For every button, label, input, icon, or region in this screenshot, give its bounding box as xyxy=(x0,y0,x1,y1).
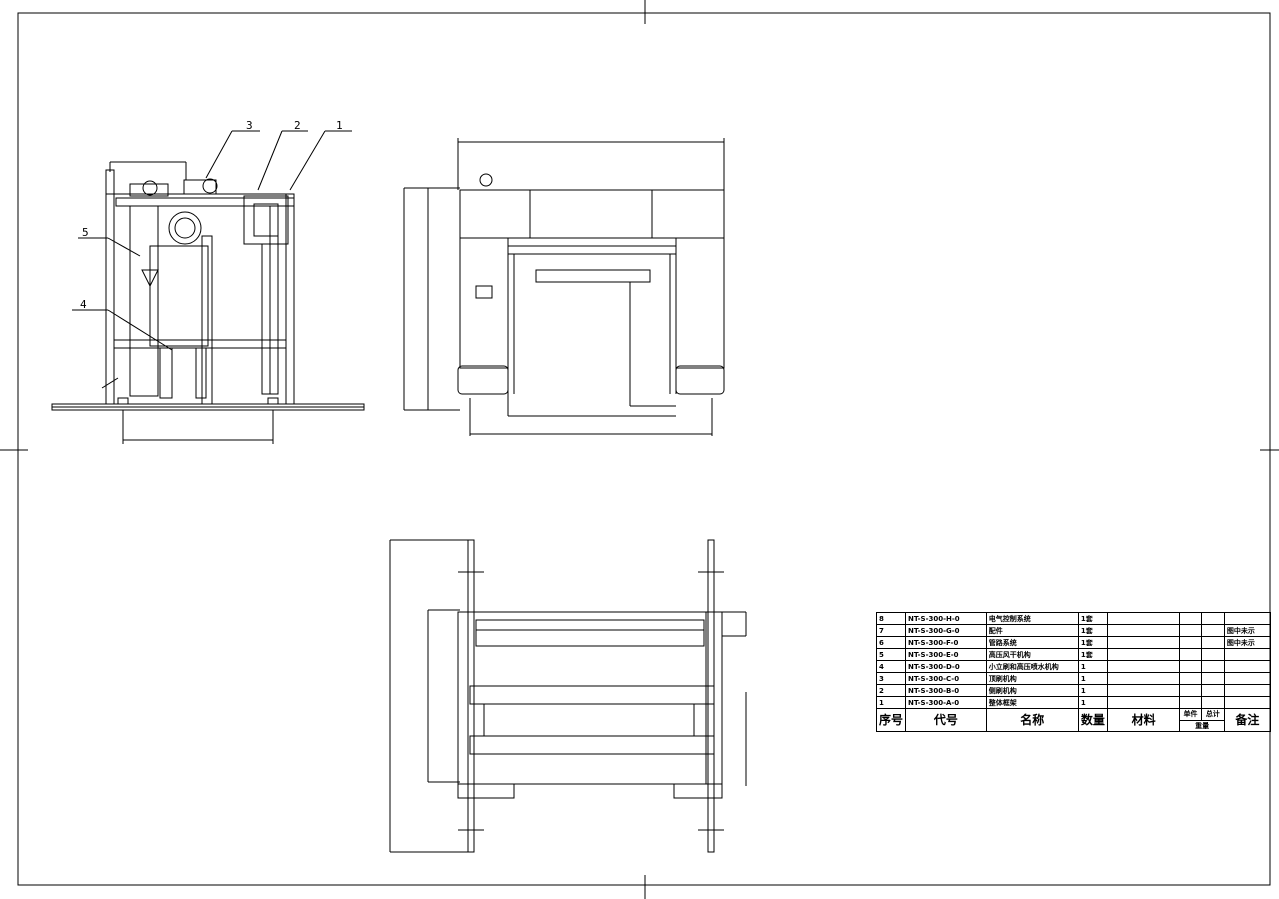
bom-cell-note: 图中未示 xyxy=(1223,636,1272,649)
bom-cell-unit xyxy=(1179,636,1202,649)
callout-1: 1 xyxy=(336,119,343,132)
bom-cell-material xyxy=(1106,696,1181,709)
callout-leaders xyxy=(72,130,352,351)
bom-cell-total xyxy=(1200,636,1225,649)
bom-cell-code: NT-S-300-D-0 xyxy=(905,660,987,673)
bom-cell-code: NT-S-300-H-0 xyxy=(905,612,987,625)
bom-cell-qty: 1套 xyxy=(1077,648,1108,661)
sheet-border xyxy=(17,12,1271,886)
header-no: 序号 xyxy=(875,708,907,732)
bom-cell-code: NT-S-300-F-0 xyxy=(905,636,987,649)
bom-cell-unit xyxy=(1179,624,1202,637)
header-total: 总计 xyxy=(1200,708,1225,721)
bom-cell-unit xyxy=(1179,684,1202,697)
top-view xyxy=(389,539,747,853)
bom-cell-note xyxy=(1223,648,1272,661)
header-material: 材料 xyxy=(1106,708,1181,732)
bom-cell-unit xyxy=(1179,612,1202,625)
header-weight: 重量 xyxy=(1179,719,1225,732)
bom-cell-note xyxy=(1223,672,1272,685)
callout-3: 3 xyxy=(246,119,253,132)
bom-cell-total xyxy=(1200,660,1225,673)
bom-cell-name: 整体框架 xyxy=(985,696,1079,709)
callout-4: 4 xyxy=(80,298,87,311)
bom-cell-no: 3 xyxy=(875,672,907,685)
bom-cell-name: 配件 xyxy=(985,624,1079,637)
header-qty: 数量 xyxy=(1077,708,1108,732)
bom-cell-material xyxy=(1106,636,1181,649)
bom-cell-code: NT-S-300-C-0 xyxy=(905,672,987,685)
bom-cell-name: 高压风干机构 xyxy=(985,648,1079,661)
bom-cell-name: 小立刷和高压喷水机构 xyxy=(985,660,1079,673)
bom-cell-material xyxy=(1106,684,1181,697)
bom-header-row: 序号 代号 名称 数量 材料 单件 总计 备注 xyxy=(875,708,1272,732)
header-remark: 备注 xyxy=(1223,708,1272,732)
callout-2: 2 xyxy=(294,119,301,132)
bom-cell-no: 8 xyxy=(875,612,907,625)
bom-cell-unit xyxy=(1179,696,1202,709)
bom-cell-qty: 1套 xyxy=(1077,612,1108,625)
bom-cell-no: 4 xyxy=(875,660,907,673)
header-code: 代号 xyxy=(905,708,987,732)
bom-cell-qty: 1 xyxy=(1077,660,1108,673)
bom-cell-qty: 1 xyxy=(1077,696,1108,709)
side-view xyxy=(51,161,365,444)
bom-cell-name: 管路系统 xyxy=(985,636,1079,649)
bom-cell-qty: 1 xyxy=(1077,672,1108,685)
bom-cell-no: 5 xyxy=(875,648,907,661)
front-view xyxy=(403,138,725,436)
bom-cell-no: 6 xyxy=(875,636,907,649)
bom-cell-note: 图中未示 xyxy=(1223,624,1272,637)
bom-cell-name: 电气控制系统 xyxy=(985,612,1079,625)
bom-cell-unit xyxy=(1179,648,1202,661)
bom-cell-qty: 1 xyxy=(1077,684,1108,697)
bom-cell-code: NT-S-300-E-0 xyxy=(905,648,987,661)
bom-cell-note xyxy=(1223,612,1272,625)
bom-cell-no: 7 xyxy=(875,624,907,637)
bom-cell-name: 顶刷机构 xyxy=(985,672,1079,685)
bom-cell-material xyxy=(1106,648,1181,661)
bom-header-row-2: 重量 xyxy=(877,719,1271,732)
bom-cell-unit xyxy=(1179,660,1202,673)
bom-cell-total xyxy=(1200,624,1225,637)
callout-5: 5 xyxy=(82,226,89,239)
bom-cell-name: 侧刷机构 xyxy=(985,684,1079,697)
bom-cell-material xyxy=(1106,660,1181,673)
bom-cell-no: 1 xyxy=(875,696,907,709)
bom-cell-total xyxy=(1200,672,1225,685)
bom-cell-total xyxy=(1200,648,1225,661)
bom-cell-code: NT-S-300-G-0 xyxy=(905,624,987,637)
bom-cell-note xyxy=(1223,684,1272,697)
bom-cell-total xyxy=(1200,696,1225,709)
bom-cell-material xyxy=(1106,612,1181,625)
bom-cell-unit xyxy=(1179,672,1202,685)
bom-cell-no: 2 xyxy=(875,684,907,697)
bom-cell-total xyxy=(1200,684,1225,697)
bom-cell-material xyxy=(1106,624,1181,637)
bom-cell-qty: 1套 xyxy=(1077,624,1108,637)
header-name: 名称 xyxy=(985,708,1079,732)
bom-cell-total xyxy=(1200,612,1225,625)
bom-cell-note xyxy=(1223,696,1272,709)
bom-cell-code: NT-S-300-A-0 xyxy=(905,696,987,709)
bom-cell-material xyxy=(1106,672,1181,685)
header-unit: 单件 xyxy=(1179,708,1202,721)
bom-cell-note xyxy=(1223,660,1272,673)
bom-cell-qty: 1套 xyxy=(1077,636,1108,649)
bom-cell-code: NT-S-300-B-0 xyxy=(905,684,987,697)
